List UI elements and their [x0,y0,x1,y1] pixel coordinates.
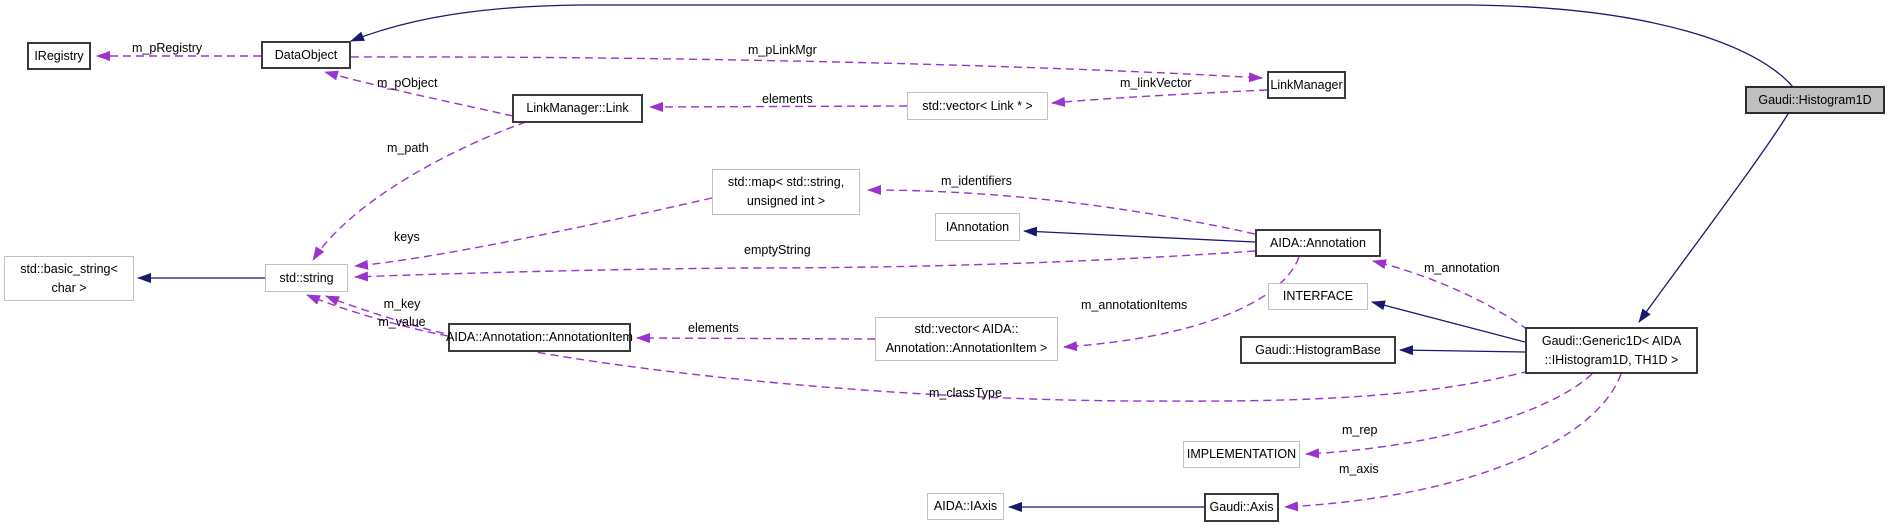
edge-inherit-histogram1d-generic1d [1638,113,1789,323]
edge-usage-m-classtype [325,295,1530,402]
edge-label-m-annotationitems: m_annotationItems [1081,298,1188,312]
class-node-interface[interactable]: INTERFACE [1268,283,1368,310]
class-node-aida-annotation[interactable]: AIDA::Annotation [1255,229,1381,257]
edge-usage-m-plinkmgr [350,56,1263,83]
edge-usage-m-identifiers [867,185,1256,235]
edge-usage-elements-top [649,101,908,112]
edge-usage-keys [354,197,713,270]
edge-label-m-key-m-value: m_key m_value [378,297,426,329]
class-node-aida-annotation-annotationitem[interactable]: AIDA::Annotation::AnnotationItem [446,323,633,352]
edge-label-m-pobject: m_pObject [377,76,438,90]
edge-inherit-annotation-iannotation [1023,226,1256,243]
class-node-linkmanager[interactable]: LinkManager [1267,71,1346,99]
edge-inherit-generic1d-histogrambase [1399,345,1526,356]
edge-usage-m-rep [1305,373,1593,459]
class-node-gaudi-generic1d[interactable]: Gaudi::Generic1D< AIDA ::IHistogram1D, T… [1525,327,1698,374]
class-node-gaudi-histogrambase[interactable]: Gaudi::HistogramBase [1240,336,1396,364]
edge-label-m-axis: m_axis [1339,462,1379,476]
edge-label-m-identifiers: m_identifiers [941,174,1012,188]
class-node-std-basic-string[interactable]: std::basic_string< char > [4,256,134,301]
edge-label-m-rep: m_rep [1342,423,1378,437]
class-node-std-map-string-uint[interactable]: std::map< std::string, unsigned int > [712,169,860,215]
class-node-std-string[interactable]: std::string [265,264,348,292]
class-node-implementation[interactable]: IMPLEMENTATION [1183,441,1300,468]
edge-label-m-linkvector: m_linkVector [1120,76,1192,90]
edge-usage-m-key-m-value [306,294,449,337]
edge-label-keys: keys [394,230,420,244]
edge-usage-m-path [312,121,527,261]
class-node-dataobject[interactable]: DataObject [261,41,351,69]
edge-usage-m-annotationitems [1063,256,1300,352]
edge-usage-emptystring [354,250,1256,282]
edge-label-elements-bottom: elements [688,321,739,335]
edge-inherit-histogram1d-dataobject [350,4,1794,88]
class-node-std-vector-annotationitem[interactable]: std::vector< AIDA:: Annotation::Annotati… [875,317,1058,361]
edge-label-m-classtype: m_classType [929,386,1002,400]
edge-label-emptystring: emptyString [744,243,811,257]
edge-label-elements-top: elements [762,92,813,106]
edge-label-m-pregistry: m_pRegistry [132,41,203,55]
class-node-linkmanager-link[interactable]: LinkManager::Link [512,94,643,123]
edge-usage-m-linkvector [1051,89,1268,107]
edge-label-m-path: m_path [387,141,429,155]
class-node-gaudi-histogram1d[interactable]: Gaudi::Histogram1D [1745,86,1885,114]
class-node-aida-iaxis[interactable]: AIDA::IAxis [927,493,1004,520]
class-node-iannotation[interactable]: IAnnotation [935,213,1020,241]
edge-label-m-plinkmgr: m_pLinkMgr [748,43,817,57]
class-node-std-vector-link[interactable]: std::vector< Link * > [907,92,1048,120]
edge-usage-m-annotation [1372,259,1529,331]
edge-usage-m-axis [1284,373,1622,512]
edge-usage-m-pobject [324,70,514,117]
class-node-iregistry[interactable]: IRegistry [27,42,91,70]
class-node-gaudi-axis[interactable]: Gaudi::Axis [1204,493,1279,522]
edge-inherit-generic1d-interface [1371,300,1526,343]
edge-usage-elements-bottom [636,333,876,344]
edge-label-m-annotation: m_annotation [1424,261,1500,275]
